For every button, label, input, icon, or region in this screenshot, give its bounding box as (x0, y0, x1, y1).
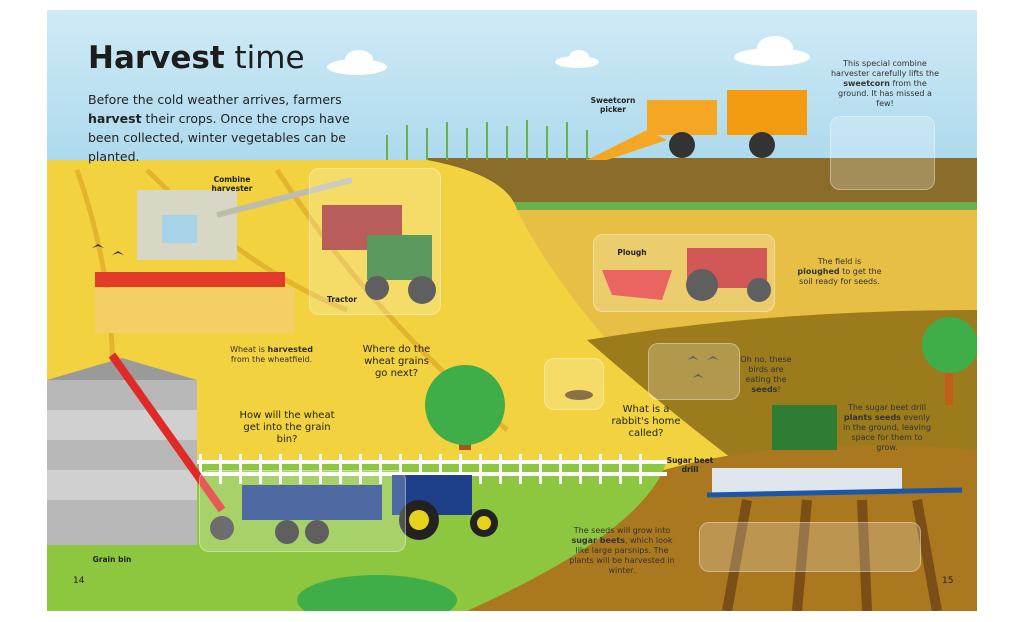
caption-beets: The seeds will grow into sugar beets, wh… (569, 526, 675, 575)
sugar-beet-drill-vehicle (706, 405, 963, 498)
page-title: Harvest time (88, 40, 305, 76)
label-sugar-beet-drill: Sugar beet drill (666, 456, 714, 474)
flap-plough[interactable] (593, 234, 775, 312)
plough-vehicle (602, 248, 771, 302)
grain-trailer-vehicle (242, 475, 498, 544)
right-tree (922, 317, 977, 405)
caption-drill: The sugar beet drill plants seeds evenly… (842, 403, 932, 452)
sweetcorn-picker-vehicle (587, 90, 807, 160)
flap-sweetcorn[interactable] (830, 116, 935, 190)
far-field-grass (427, 202, 977, 210)
furrows (722, 499, 942, 611)
intro-text: Before the cold weather arrives, farmers… (88, 92, 350, 164)
flap-rabbit[interactable] (544, 358, 604, 410)
combine-harvester-vehicle (95, 177, 353, 333)
book-spread: Harvest time Before the cold weather arr… (47, 10, 977, 611)
caption-sweetcorn: This special combine harvester carefully… (830, 59, 940, 108)
page-number-right: 15 (942, 576, 954, 586)
flap-tractor[interactable] (309, 168, 441, 315)
birds (92, 244, 719, 378)
rabbit-hole (565, 390, 593, 400)
label-tractor: Tractor (327, 295, 357, 304)
center-tree (425, 365, 505, 450)
caption-birds: Oh no, these birds are eating the seeds! (740, 355, 792, 394)
sky (47, 10, 977, 180)
tractor-trailer-vehicle (322, 205, 436, 304)
cloud (327, 36, 810, 75)
grain-bin (47, 352, 234, 545)
label-plough: Plough (617, 248, 647, 257)
question-grain-bin: How will the wheat get into the grain bi… (239, 410, 335, 445)
label-grain-bin: Grain bin (92, 555, 132, 564)
grass-area (47, 460, 667, 611)
caption-ploughed: The field is ploughed to get the soil re… (797, 257, 882, 286)
sweetcorn-row (386, 120, 588, 160)
flap-beets[interactable] (699, 522, 921, 572)
farm-scene (47, 10, 977, 611)
label-sweetcorn-picker: Sweetcorn picker (590, 96, 636, 114)
flap-birds[interactable] (648, 343, 740, 400)
page-number-left: 14 (73, 576, 85, 586)
question-grains: Where do the wheat grains go next? (362, 344, 431, 379)
bottom-bushes (297, 575, 457, 611)
caption-wheat: Wheat is harvested from the wheatfield. (230, 345, 313, 364)
flap-grain-trailer[interactable] (199, 470, 406, 552)
fence (197, 454, 667, 484)
question-rabbit: What is a rabbit's home called? (611, 404, 681, 439)
label-combine-harvester: Combine harvester (211, 175, 253, 193)
